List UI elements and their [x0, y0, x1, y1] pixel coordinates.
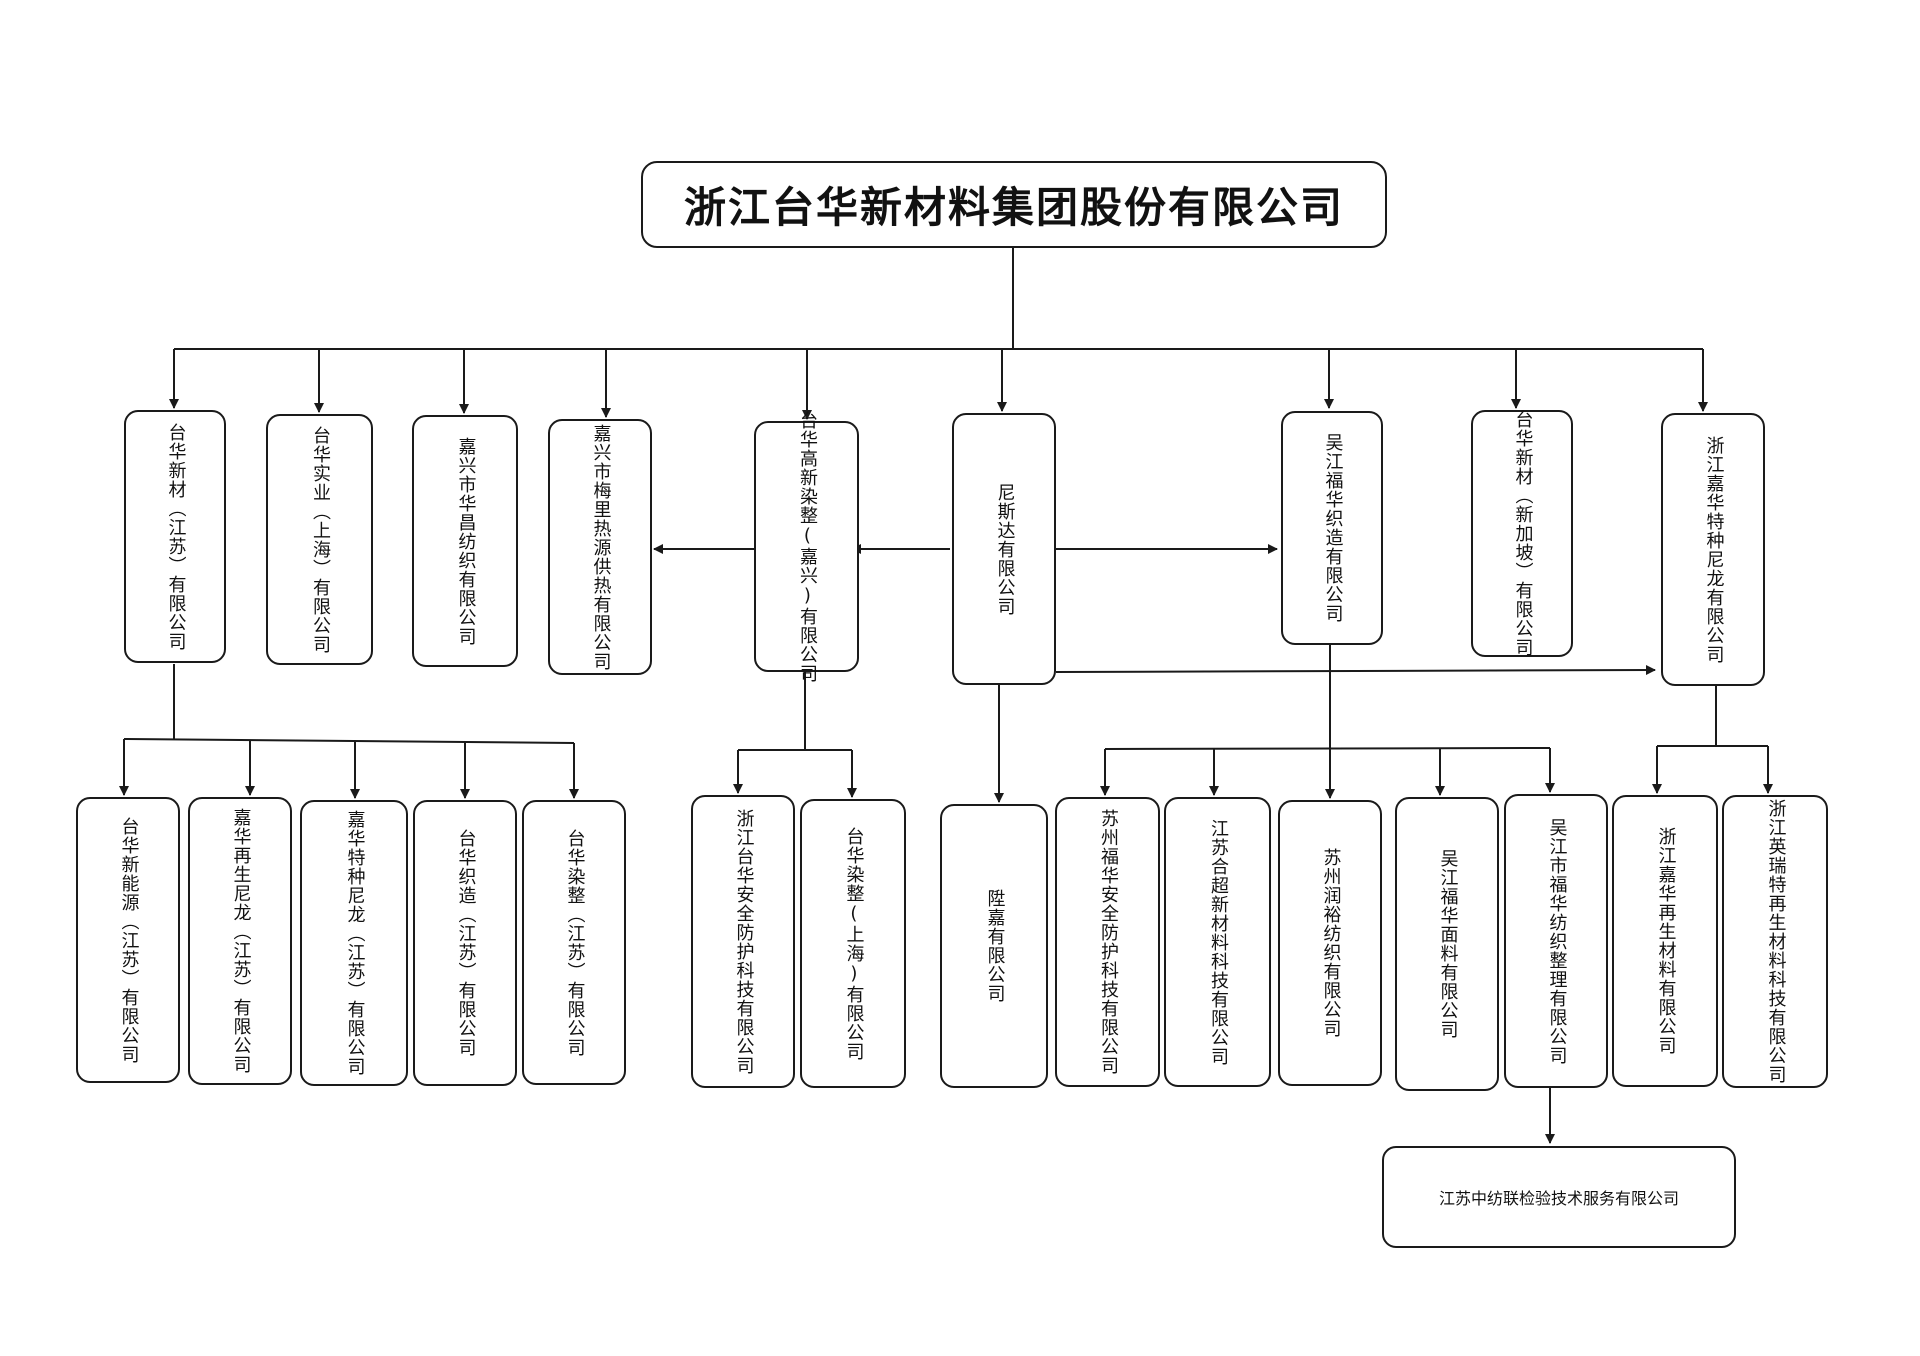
node-taihua-safety-protection: 浙江台华安全防护科技有限公司: [691, 795, 795, 1088]
node-label: 嘉华再生尼龙（江苏）有限公司: [230, 808, 252, 1074]
node-label: 浙江英瑞特再生材料科技有限公司: [1765, 799, 1787, 1084]
node-label: 苏州福华安全防护科技有限公司: [1097, 809, 1119, 1075]
node-label: 苏州润裕纺织有限公司: [1320, 848, 1342, 1038]
root-company-name: 浙江台华新材料集团股份有限公司: [683, 183, 1344, 232]
node-taihua-singapore: 台华新材（新加坡）有限公司: [1471, 410, 1573, 657]
node-label: 吴江市福华纺织整理有限公司: [1546, 817, 1568, 1065]
node-label: 陞嘉有限公司: [984, 889, 1006, 1003]
node-taihua-new-energy: 台华新能源（江苏）有限公司: [76, 797, 180, 1083]
node-yingruite-recycled: 浙江英瑞特再生材料科技有限公司: [1722, 795, 1828, 1088]
node-label: 嘉兴市华昌纺织有限公司: [455, 436, 477, 646]
node-label: 台华高新染整(嘉兴)有限公司: [796, 410, 818, 683]
node-nisida: 尼斯达有限公司: [952, 413, 1056, 685]
node-label: 台华新材（新加坡）有限公司: [1512, 410, 1534, 657]
node-taihua-weaving-jiangsu: 台华织造（江苏）有限公司: [413, 800, 517, 1086]
node-label: 台华染整（江苏）有限公司: [564, 828, 586, 1057]
node-label: 吴江福华织造有限公司: [1322, 433, 1344, 623]
node-suzhou-runyu: 苏州润裕纺织有限公司: [1278, 800, 1382, 1086]
node-label: 吴江福华面料有限公司: [1437, 849, 1459, 1039]
node-taihua-dyeing-shanghai: 台华染整(上海)有限公司: [800, 799, 906, 1088]
node-label: 台华实业（上海）有限公司: [309, 425, 331, 654]
node-meili-heating: 嘉兴市梅里热源供热有限公司: [548, 419, 652, 675]
node-wujiang-fuhua-weaving: 吴江福华织造有限公司: [1281, 411, 1383, 645]
node-gaoxin-dyeing-jiaxing: 台华高新染整(嘉兴)有限公司: [754, 411, 859, 683]
node-taihua-dyeing-jiangsu: 台华染整（江苏）有限公司: [522, 800, 626, 1085]
node-label: 江苏合超新材料科技有限公司: [1207, 818, 1229, 1066]
node-jiahua-special-nylon-jiangsu: 嘉华特种尼龙（江苏）有限公司: [300, 800, 408, 1086]
node-label: 嘉华特种尼龙（江苏）有限公司: [344, 810, 366, 1076]
node-label: 台华新材（江苏）有限公司: [165, 422, 187, 651]
root-company-box: 浙江台华新材料集团股份有限公司: [641, 161, 1387, 248]
node-label: 嘉兴市梅里热源供热有限公司: [590, 423, 612, 671]
node-label: 尼斯达有限公司: [994, 482, 1016, 616]
node-zhongfanglian-inspection: 江苏中纺联检验技术服务有限公司: [1382, 1146, 1736, 1248]
node-wujiang-fuhua-fabric: 吴江福华面料有限公司: [1395, 797, 1499, 1091]
node-huachang-textile: 嘉兴市华昌纺织有限公司: [412, 415, 518, 667]
node-jiahua-special-nylon: 浙江嘉华特种尼龙有限公司: [1661, 413, 1765, 686]
node-wujiang-fuhua-finishing: 吴江市福华纺织整理有限公司: [1504, 794, 1608, 1088]
node-jiahua-recycled-material: 浙江嘉华再生材料有限公司: [1612, 795, 1718, 1087]
node-shengjia: 陞嘉有限公司: [940, 804, 1048, 1088]
node-label: 台华织造（江苏）有限公司: [455, 829, 477, 1057]
node-label: 台华新能源（江苏）有限公司: [118, 816, 140, 1064]
node-label: 台华染整(上海)有限公司: [843, 826, 865, 1061]
node-taihua-shiye-shanghai: 台华实业（上海）有限公司: [266, 414, 373, 665]
node-jiangsu-hechao: 江苏合超新材料科技有限公司: [1164, 797, 1271, 1087]
node-taihua-jiangsu: 台华新材（江苏）有限公司: [124, 410, 226, 663]
node-jiahua-recycled-nylon-jiangsu: 嘉华再生尼龙（江苏）有限公司: [188, 797, 292, 1085]
node-suzhou-fuhua-safety: 苏州福华安全防护科技有限公司: [1055, 797, 1160, 1087]
node-label: 江苏中纺联检验技术服务有限公司: [1438, 1189, 1679, 1208]
node-label: 浙江嘉华再生材料有限公司: [1655, 827, 1677, 1055]
node-label: 浙江嘉华特种尼龙有限公司: [1703, 435, 1725, 664]
node-label: 浙江台华安全防护科技有限公司: [733, 808, 755, 1075]
